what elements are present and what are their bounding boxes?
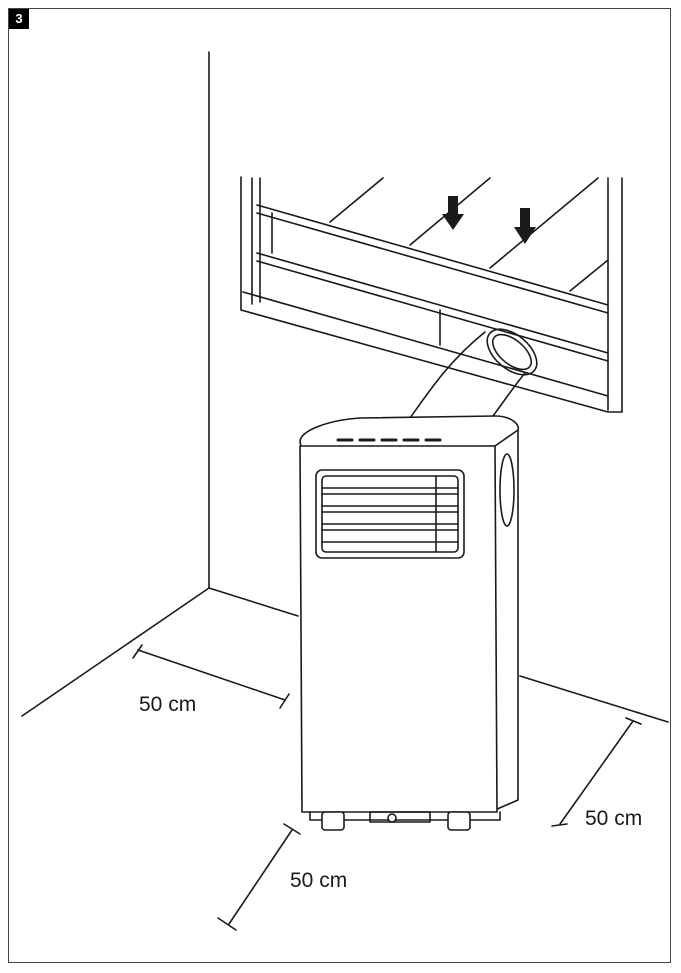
exhaust-hose	[409, 328, 538, 421]
dimension-lines	[132, 644, 642, 931]
window	[240, 176, 623, 413]
front-clearance-label: 50 cm	[290, 869, 347, 892]
right-clearance-label: 50 cm	[585, 807, 642, 830]
figure-frame	[8, 8, 671, 963]
left-clearance-label: 50 cm	[139, 693, 196, 716]
portable-air-conditioner	[299, 415, 520, 831]
room-outline	[21, 51, 669, 723]
down-arrow-icon	[442, 196, 536, 244]
figure-number-badge: 3	[9, 9, 29, 29]
